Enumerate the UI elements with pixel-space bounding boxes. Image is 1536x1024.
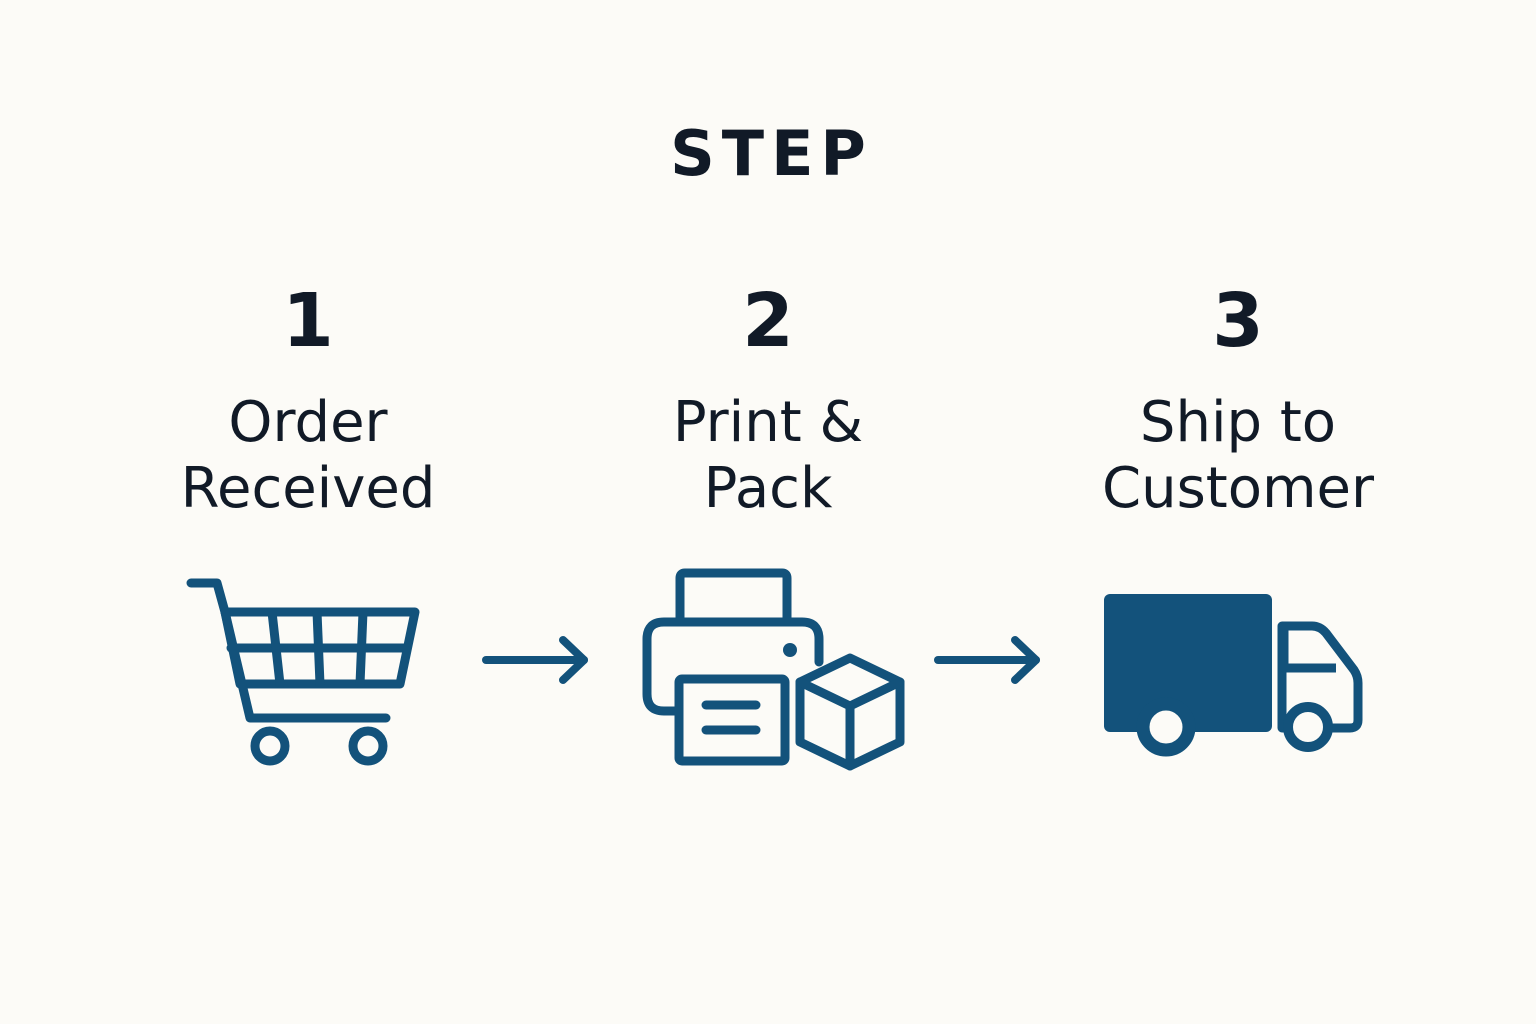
delivery-truck-icon <box>1104 594 1368 762</box>
step-1-label-line2: Received <box>180 456 436 521</box>
step-3-label: Ship to Customer <box>1058 390 1418 522</box>
diagram-title: STEP <box>670 117 873 190</box>
step-2-number: 2 <box>742 278 794 364</box>
printer-and-box-icon <box>638 566 910 774</box>
step-2-label-line2: Pack <box>703 456 833 521</box>
step-1-label: Order Received <box>128 390 488 522</box>
arrow-right-icon <box>478 632 594 688</box>
step-3-label-line2: Customer <box>1101 456 1374 521</box>
step-3: 3 Ship to Customer <box>1058 278 1418 522</box>
step-2: 2 Print & Pack <box>588 278 948 522</box>
arrow-right-icon <box>930 632 1046 688</box>
step-2-label: Print & Pack <box>588 390 948 522</box>
step-3-number: 3 <box>1212 278 1264 364</box>
shopping-cart-icon <box>180 572 430 772</box>
step-1-label-line1: Order <box>228 390 388 455</box>
step-1-number: 1 <box>282 278 334 364</box>
step-2-label-line1: Print & <box>672 390 864 455</box>
step-1: 1 Order Received <box>128 278 488 522</box>
step-3-label-line1: Ship to <box>1139 390 1337 455</box>
